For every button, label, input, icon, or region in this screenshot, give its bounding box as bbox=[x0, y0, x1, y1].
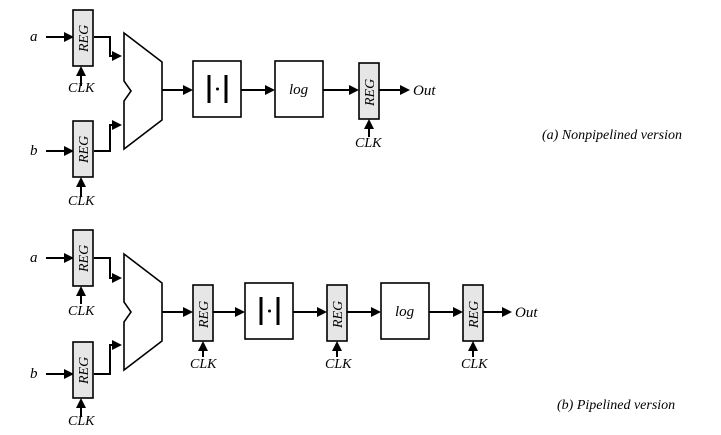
reg-a: REG bbox=[72, 9, 94, 67]
input-a-label: a bbox=[30, 29, 38, 45]
reg-b: REG bbox=[72, 341, 94, 399]
caption-nonpipelined: (a) Nonpipelined version bbox=[542, 128, 682, 143]
nonpipelined-version: a REG CLK b REG CLK bbox=[30, 9, 682, 209]
output-label: Out bbox=[515, 305, 538, 321]
caption-pipelined: (b) Pipelined version bbox=[557, 398, 675, 413]
pipeline-reg-2-clk-label: CLK bbox=[325, 357, 352, 372]
output-label: Out bbox=[413, 83, 436, 99]
pipeline-reg-2: REG bbox=[326, 284, 348, 342]
pipeline-reg-1-clk-label: CLK bbox=[190, 357, 217, 372]
log-label: log bbox=[289, 82, 309, 98]
reg-a-clk-label: CLK bbox=[68, 304, 95, 319]
log-block: log bbox=[274, 60, 324, 118]
input-b-label: b bbox=[30, 143, 38, 159]
wire-rega-mux bbox=[94, 257, 122, 283]
reg-b-clk-label: CLK bbox=[68, 414, 95, 429]
reg-b-clk-label: CLK bbox=[68, 194, 95, 209]
wire-rega-mux bbox=[94, 36, 122, 61]
subtractor-block bbox=[123, 252, 163, 372]
reg-b-label: REG bbox=[77, 357, 92, 385]
reg-a: REG bbox=[72, 229, 94, 287]
log-block: log bbox=[380, 282, 430, 340]
pipeline-reg-3: REG bbox=[462, 284, 484, 342]
subtractor-block bbox=[123, 31, 163, 151]
reg-a-label: REG bbox=[77, 245, 92, 273]
abs-block bbox=[244, 282, 294, 340]
input-b-label: b bbox=[30, 366, 38, 382]
reg-out-clk-label: CLK bbox=[355, 136, 382, 151]
pipeline-reg-1: REG bbox=[192, 284, 214, 342]
reg-b: REG bbox=[72, 120, 94, 178]
log-label: log bbox=[395, 304, 415, 320]
wire-regb-mux bbox=[94, 120, 122, 152]
reg-a-clk-label: CLK bbox=[68, 81, 95, 96]
reg-a-label: REG bbox=[77, 25, 92, 53]
reg-b-label: REG bbox=[77, 136, 92, 164]
pipeline-reg-3-clk-label: CLK bbox=[461, 357, 488, 372]
pipeline-reg-3-label: REG bbox=[467, 301, 482, 329]
abs-block bbox=[192, 60, 242, 118]
wire-regb-mux bbox=[94, 340, 122, 375]
reg-out-label: REG bbox=[363, 79, 378, 107]
pipeline-reg-2-label: REG bbox=[331, 301, 346, 329]
input-a-label: a bbox=[30, 250, 38, 266]
pipelined-version: a REG CLK b REG CLK REG CLK bbox=[30, 229, 675, 429]
reg-out: REG bbox=[358, 62, 380, 120]
pipeline-reg-1-label: REG bbox=[197, 301, 212, 329]
